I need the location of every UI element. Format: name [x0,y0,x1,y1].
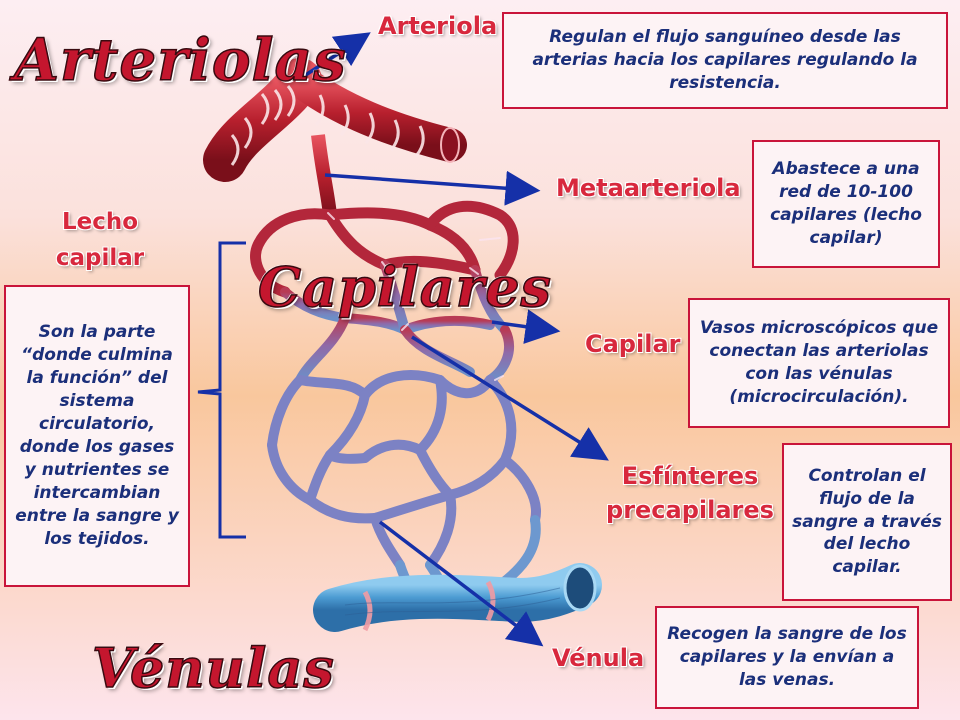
arrows [297,32,609,647]
arrow-venula [378,520,544,647]
box-venula: Recogen la sangre de los capilares y la … [655,606,919,709]
label-metaarteriola: Metaarteriola [556,174,741,202]
lecho-bracket [197,241,246,539]
title-arteriolas: Arteriolas [13,25,347,95]
capillary-network [250,200,541,605]
label-capilar: Capilar [585,330,681,358]
arrow-metaarteriola [324,170,541,206]
box-arteriola: Regulan el flujo sanguíneo desde las art… [502,12,948,109]
title-capilares: Capilares [257,254,552,320]
box-metaarteriola: Abastece a una red de 10-100 capilares (… [752,140,940,268]
box-lecho-capilar: Son la parte “donde culmina la función” … [4,285,190,587]
arrow-capilar [491,309,561,344]
label-lecho-capilar: Lecho capilar [55,209,145,271]
label-venula: Vénula [552,644,645,672]
box-esfinteres: Controlan el flujo de la sangre a través… [782,443,952,601]
arrow-arteriola [297,32,371,82]
label-esfinteres: Esfínteres precapilares [606,462,774,524]
arteriole-vessel [203,58,467,216]
title-venulas: Vénulas [91,635,335,701]
box-capilar: Vasos microscópicos que conectan las art… [688,298,950,428]
arrow-esfinteres [411,335,609,461]
label-arteriola: Arteriola [378,12,498,40]
venule-vessel [313,563,602,632]
